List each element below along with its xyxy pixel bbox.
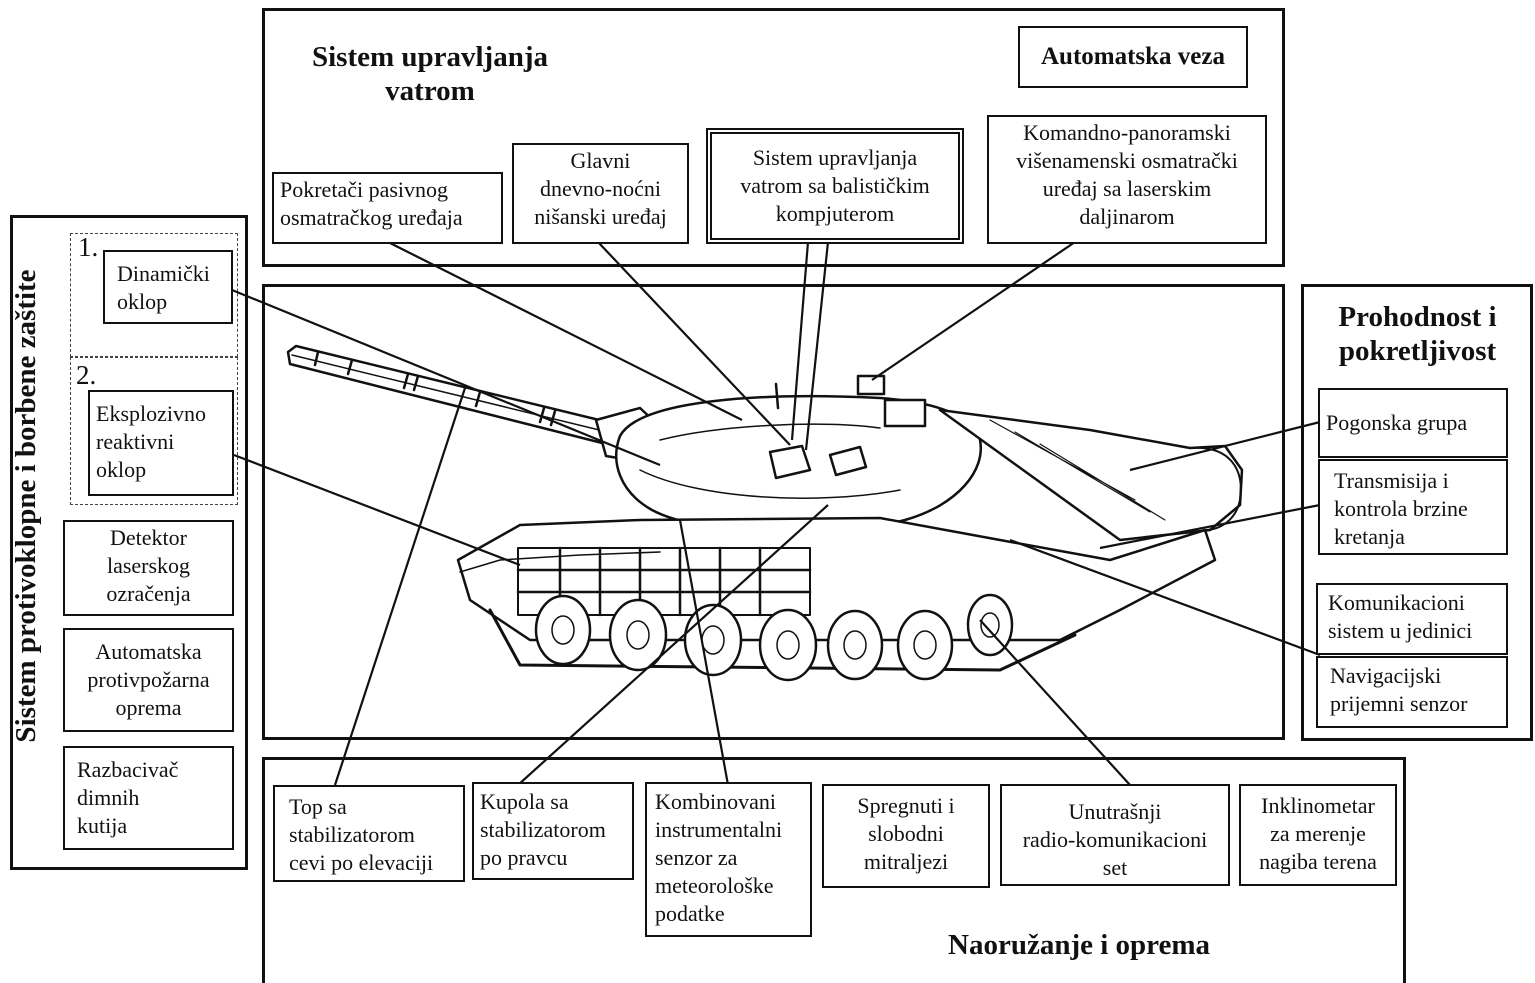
- main-day-night-sight-box: Glavni dnevno-noćni nišanski uređaj: [512, 143, 689, 244]
- machine-guns-box: Spregnuti i slobodni mitraljezi: [822, 784, 990, 888]
- navigation-receiver-box: Navigacijski prijemni senzor: [1316, 656, 1508, 728]
- era-group: [70, 357, 238, 505]
- laser-warning-detector-box: Detektor laserskog ozračenja: [63, 520, 234, 616]
- fire-suppression-box: Automatska protivpožarna oprema: [63, 628, 234, 732]
- intercom-box: Unutrašnji radio-komunikacioni set: [1000, 784, 1230, 886]
- panoramic-sight-box: Komandno-panoramski višenamenski osmatra…: [987, 115, 1267, 244]
- dynamic-armor-box: Dinamički oklop: [103, 250, 233, 324]
- unit-comm-system-box: Komunikacioni sistem u jedinici: [1316, 583, 1508, 655]
- fire-control-title: Sistem upravljanja vatrom: [311, 41, 549, 107]
- passive-surveillance-drive-box: Pokretači pasivnog osmatračkog uređaja: [272, 172, 503, 244]
- group-number-2: 2.: [76, 360, 97, 390]
- gun-stabilizer-box: Top sa stabilizatorom cevi po elevaciji: [273, 785, 465, 882]
- mobility-title: Prohodnost i pokretljivost: [1338, 301, 1497, 367]
- transmission-box: Transmisija i kontrola brzine kretanja: [1318, 459, 1508, 555]
- power-pack-box: Pogonska grupa: [1318, 388, 1508, 458]
- inclinometer-box: Inklinometar za merenje nagiba terena: [1239, 784, 1397, 886]
- armament-frame: [262, 757, 1406, 983]
- dynamic-armor-group: [70, 233, 238, 357]
- group-number-1: 1.: [78, 232, 99, 262]
- ballistic-computer-box: Sistem upravljanja vatrom sa balističkim…: [706, 128, 964, 244]
- mobility-frame: [1301, 284, 1533, 741]
- fire-control-frame: [262, 8, 1285, 267]
- protection-frame: [10, 215, 248, 870]
- armament-title: Naoružanje i oprema: [948, 929, 1211, 961]
- meteo-sensor-box: Kombinovani instrumentalni senzor za met…: [645, 782, 812, 937]
- era-box: Eksplozivno reaktivni oklop: [88, 390, 234, 496]
- auto-comm-box: Automatska veza: [1018, 26, 1248, 88]
- smoke-dispenser-box: Razbacivač dimnih kutija: [63, 746, 234, 850]
- turret-stabilizer-box: Kupola sa stabilizatorom po pravcu: [472, 782, 634, 880]
